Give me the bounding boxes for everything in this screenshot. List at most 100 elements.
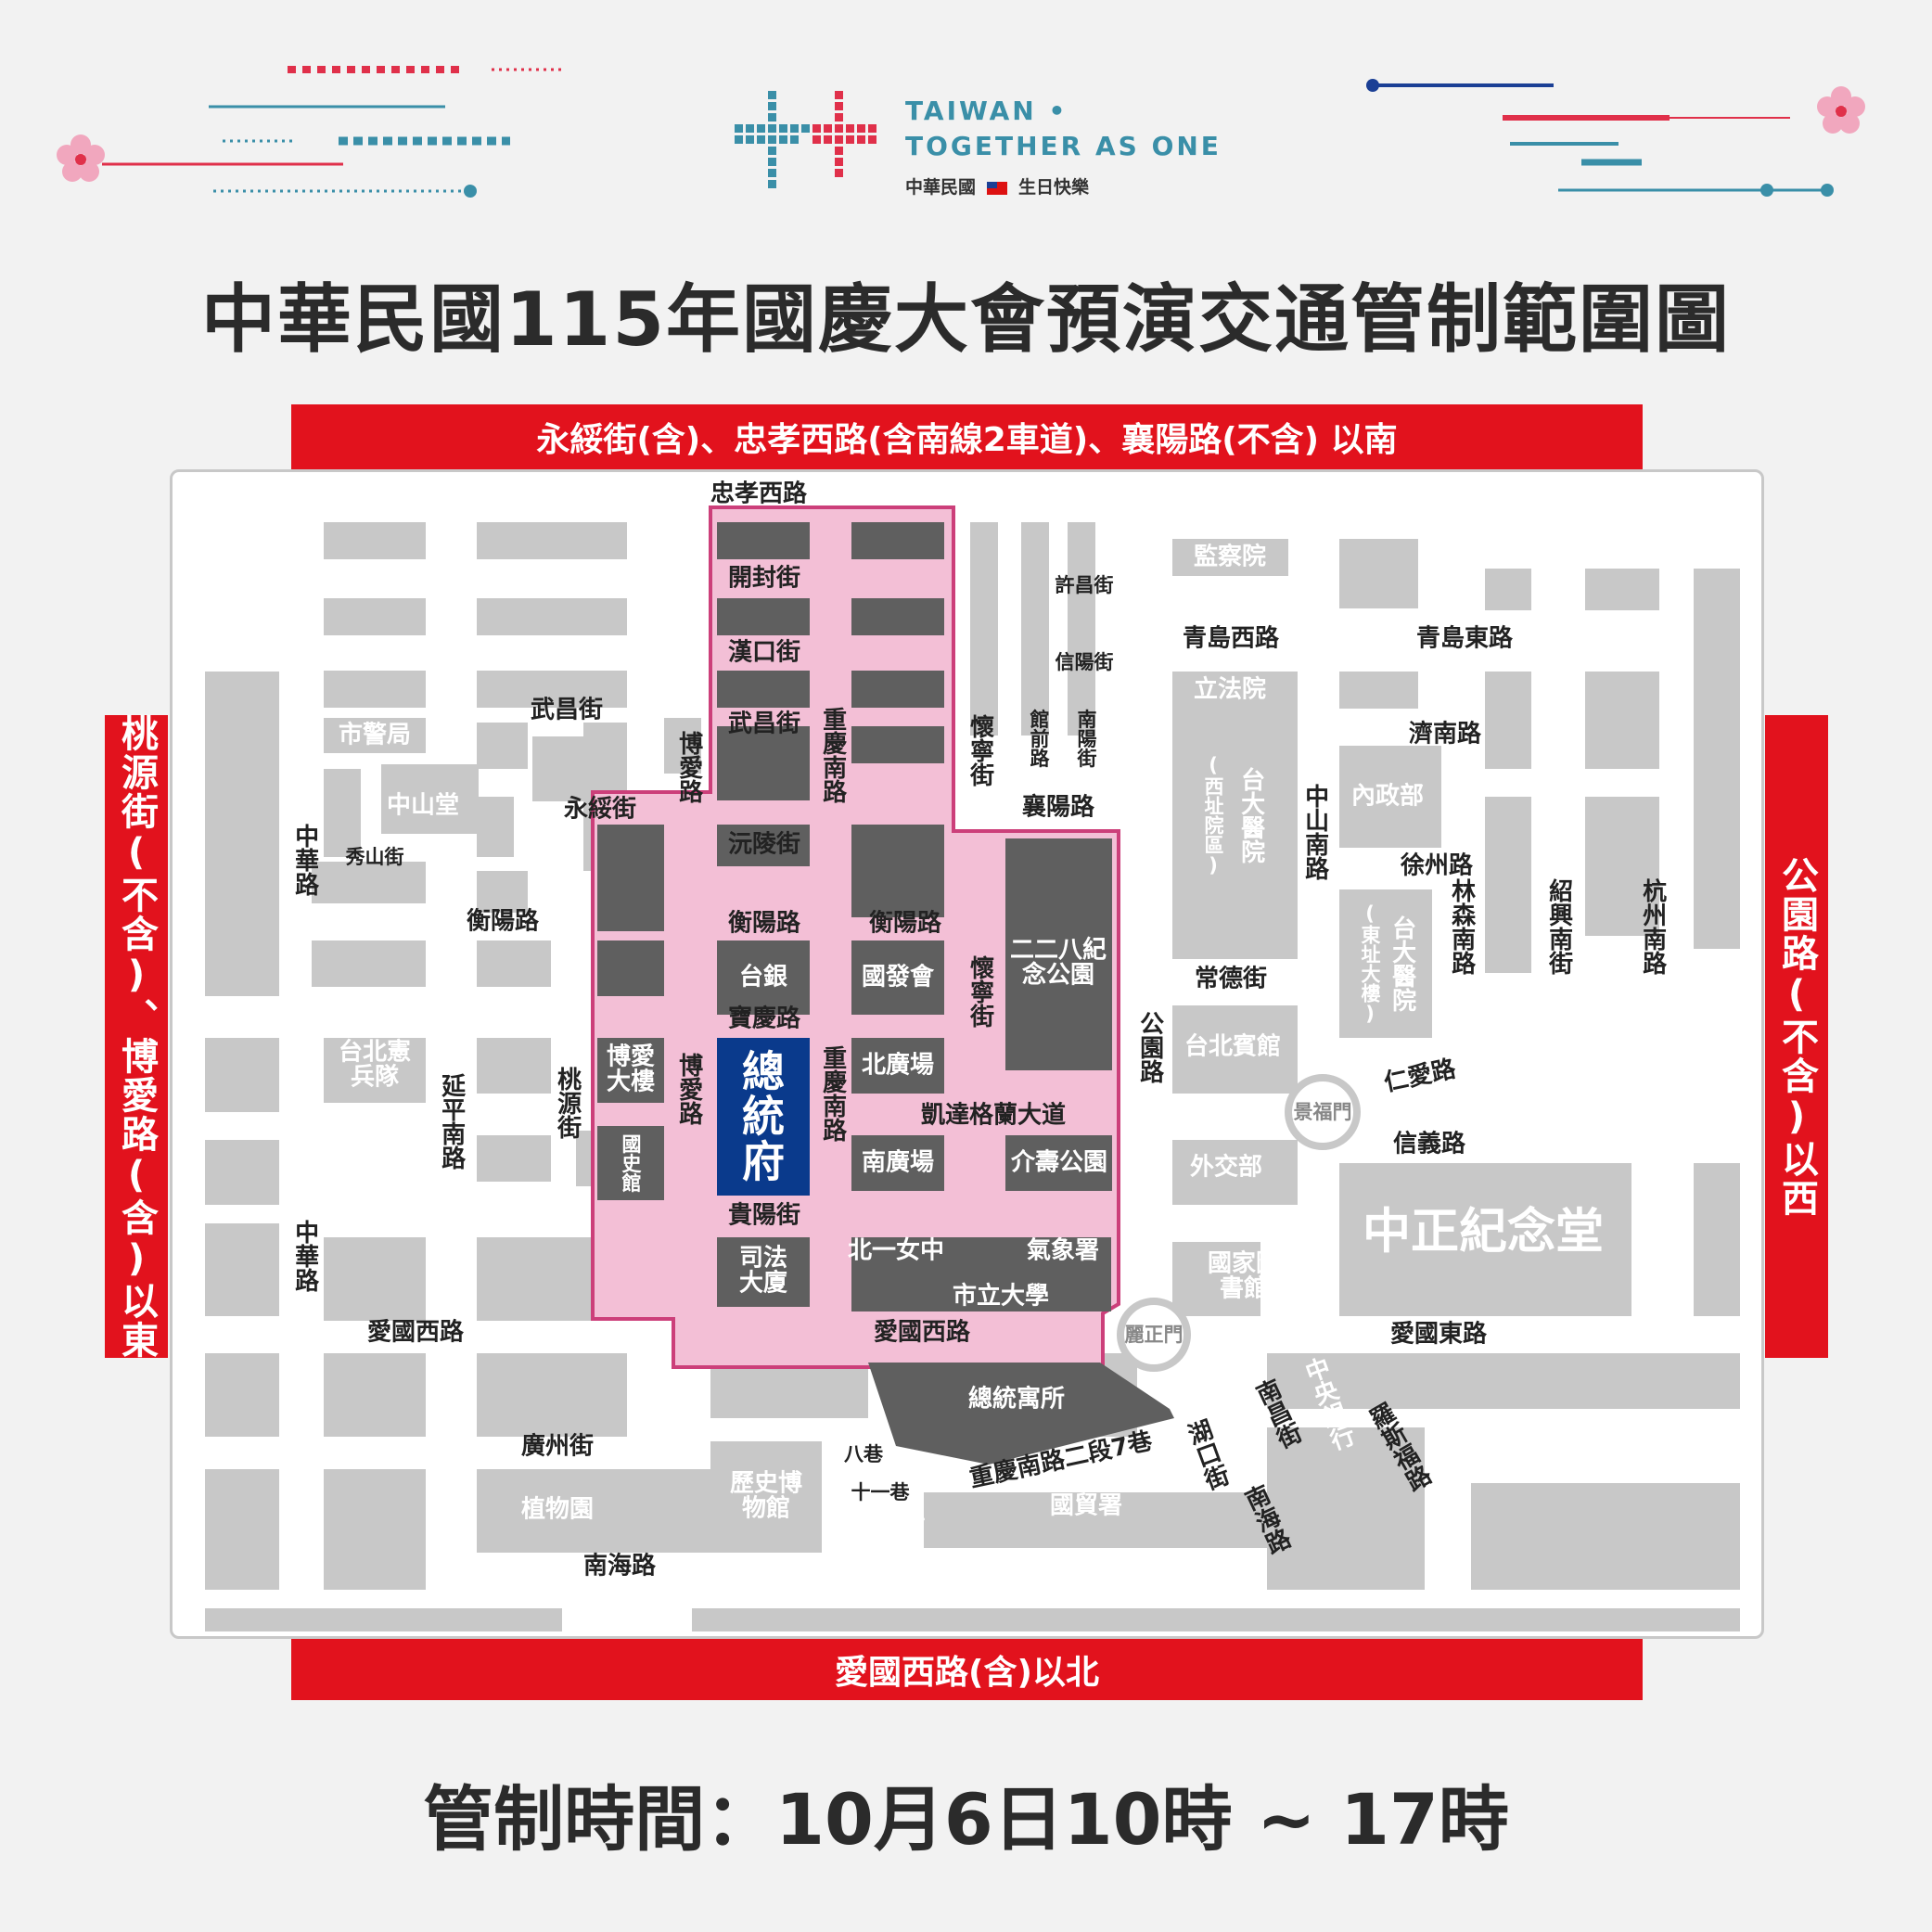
decor-lines-right xyxy=(1366,79,1834,197)
decor-lines-left xyxy=(102,66,566,198)
street-zhongxiao-west: 忠孝西路 xyxy=(710,480,808,508)
street-hengyang-b: 衡陽路 xyxy=(868,909,942,938)
place-ntuh-east: 台大醫院 xyxy=(1388,915,1416,1012)
street-hangzhou-south: 杭州南路 xyxy=(1638,878,1667,975)
place-city-university: 市立大學 xyxy=(952,1282,1050,1311)
street-aiguo-east: 愛國東路 xyxy=(1389,1320,1488,1349)
landmark-blocks xyxy=(597,522,1174,1465)
street-zhonghua-1: 中華路 xyxy=(290,824,319,896)
national-day-logo: TAIWAN • TOGETHER AS ONE 中華民國 生日快樂 xyxy=(733,88,1219,209)
street-linsen-south: 林森南路 xyxy=(1447,878,1476,975)
street-guiyang: 貴陽街 xyxy=(727,1201,801,1230)
place-presidential-residence: 總統寓所 xyxy=(967,1385,1066,1414)
plum-blossom-icon xyxy=(1817,86,1865,134)
street-guanqian: 館前路 xyxy=(1028,709,1051,768)
street-xuchang: 許昌街 xyxy=(1055,573,1114,596)
street-wuchang-inner: 武昌街 xyxy=(727,710,801,738)
logo-zh-left: 中華民國 xyxy=(905,177,977,198)
traffic-control-map: 忠孝西路 開封街 漢口街 武昌街 武昌街 沅陵街 衡陽路 衡陽路 衡陽路 寶慶路… xyxy=(170,469,1764,1639)
street-changde: 常德街 xyxy=(1194,965,1268,993)
street-baoqing: 寶慶路 xyxy=(727,1004,801,1033)
jingfu-gate-roundabout xyxy=(1285,1074,1361,1150)
jingfu-gate-label: 景福門 xyxy=(1293,1100,1352,1123)
plum-blossom-icon xyxy=(57,134,105,182)
street-yanping-south: 延平南路 xyxy=(437,1073,466,1170)
roc-flag-icon xyxy=(987,181,1008,195)
place-jieshou-park: 介壽公園 xyxy=(1010,1148,1108,1177)
boundary-east-text: 公園路(不含)以西 xyxy=(1775,855,1818,1218)
street-aiguo-west-1: 愛國西路 xyxy=(366,1318,465,1347)
street-nanyang: 南陽街 xyxy=(1075,709,1098,768)
place-ntuh-east-sub: (東址大樓) xyxy=(1359,902,1382,1025)
place-boai-building: 博愛大樓 xyxy=(606,1043,655,1096)
boundary-north-text: 永綏街(含)、忠孝西路(含南線2車道)、襄陽路(不含) 以南 xyxy=(536,421,1398,459)
place-cwa: 氣象署 xyxy=(1026,1236,1100,1265)
place-history-museum: 歷史博物館 xyxy=(729,1469,802,1523)
street-jinan: 濟南路 xyxy=(1408,720,1482,748)
page-title: 中華民國115年國慶大會預演交通管制範圍圖 xyxy=(201,276,1731,363)
place-moi: 內政部 xyxy=(1350,782,1425,811)
control-time-text: 管制時間：10月6日10時 ~ 17時 xyxy=(423,1778,1509,1861)
street-xinyi: 信義路 xyxy=(1392,1130,1466,1158)
street-chongqing-south-1: 重慶南路 xyxy=(818,707,847,803)
street-aiguo-west-2: 愛國西路 xyxy=(873,1318,971,1347)
lizheng-gate-roundabout xyxy=(1117,1298,1191,1372)
boundary-banner-east: 公園路(不含)以西 xyxy=(1765,715,1828,1358)
street-xiushan: 秀山街 xyxy=(345,845,404,868)
street-qingdao-west: 青島西路 xyxy=(1182,624,1280,653)
street-kaifeng: 開封街 xyxy=(727,564,801,593)
place-control-yuan: 監察院 xyxy=(1193,543,1267,571)
street-chongqing-south-2: 重慶南路 xyxy=(818,1045,847,1142)
boundary-banner-south: 愛國西路(含)以北 xyxy=(291,1639,1643,1700)
street-xiangyang: 襄陽路 xyxy=(1021,793,1095,822)
street-hankou: 漢口街 xyxy=(727,638,801,667)
presidential-office-block xyxy=(717,1038,810,1196)
place-taipei-guest-house: 台北賓館 xyxy=(1184,1032,1282,1061)
place-mp-unit: 台北憲兵隊 xyxy=(338,1038,411,1092)
header-decoration xyxy=(57,66,1865,198)
street-boai-2: 博愛路 xyxy=(674,1053,703,1125)
street-huaining-1: 懷寧街 xyxy=(966,714,994,787)
place-judicial-building: 司法大廈 xyxy=(738,1244,787,1298)
street-lane11: 十一巷 xyxy=(851,1480,910,1503)
place-zhongshan-hall: 中山堂 xyxy=(386,791,460,820)
place-legislative-yuan: 立法院 xyxy=(1193,675,1267,704)
place-bofa: 國貿署 xyxy=(1049,1491,1123,1520)
street-shaoxing-south: 紹興南街 xyxy=(1544,878,1573,975)
street-hengyang-a: 衡陽路 xyxy=(727,909,801,938)
place-zhongzheng-2nd-precinct: 中正二分局 xyxy=(866,1502,926,1545)
cross-mosaic-icon xyxy=(735,91,876,188)
logo-text-taiwan: TAIWAN • xyxy=(905,96,1068,126)
street-wuchang-outer: 武昌街 xyxy=(530,696,604,724)
map-graphics xyxy=(205,505,1740,1631)
street-lane8: 八巷 xyxy=(844,1442,883,1465)
place-ndc: 國發會 xyxy=(861,963,935,992)
street-taoyuan: 桃源街 xyxy=(553,1067,582,1139)
street-xinyang: 信陽街 xyxy=(1055,650,1114,673)
place-ntuh-west-sub: (西址院區) xyxy=(1202,754,1225,876)
place-national-library: 國家圖書館 xyxy=(1207,1249,1280,1303)
place-cks-memorial: 中正紀念堂 xyxy=(1362,1204,1605,1260)
place-academia-historica: 國史館 xyxy=(620,1133,643,1193)
logo-text-together: TOGETHER AS ONE xyxy=(905,131,1222,161)
boundary-south-text: 愛國西路(含)以北 xyxy=(835,1654,1099,1692)
place-first-girls-school: 北一女中 xyxy=(847,1236,945,1265)
boundary-banner-north: 永綏街(含)、忠孝西路(含南線2車道)、襄陽路(不含) 以南 xyxy=(291,404,1643,469)
street-guangzhou: 廣州街 xyxy=(520,1432,595,1461)
place-228-peace-park: 二二八紀念公園 xyxy=(1009,936,1107,990)
street-hengyang-west: 衡陽路 xyxy=(466,907,540,936)
place-north-square: 北廣場 xyxy=(861,1051,935,1080)
street-boai-1: 博愛路 xyxy=(674,731,703,803)
street-yongsui: 永綏街 xyxy=(563,795,637,824)
lizheng-gate-label: 麗正門 xyxy=(1124,1323,1184,1346)
boundary-banner-west: 桃源街(不含)、博愛路(含)以東 xyxy=(105,714,168,1360)
street-yuanling: 沅陵街 xyxy=(727,830,801,859)
logo-zh-right: 生日快樂 xyxy=(1018,177,1090,198)
place-ntuh-west: 台大醫院 xyxy=(1236,767,1265,864)
place-botanical-garden: 植物園 xyxy=(520,1495,595,1524)
street-xuzhou: 徐州路 xyxy=(1400,851,1474,880)
presidential-office-label: 總統府 xyxy=(742,1046,785,1187)
place-mofa: 外交部 xyxy=(1189,1153,1263,1182)
place-police-bureau: 市警局 xyxy=(338,721,412,749)
street-zhongshan-south: 中山南路 xyxy=(1300,784,1329,880)
